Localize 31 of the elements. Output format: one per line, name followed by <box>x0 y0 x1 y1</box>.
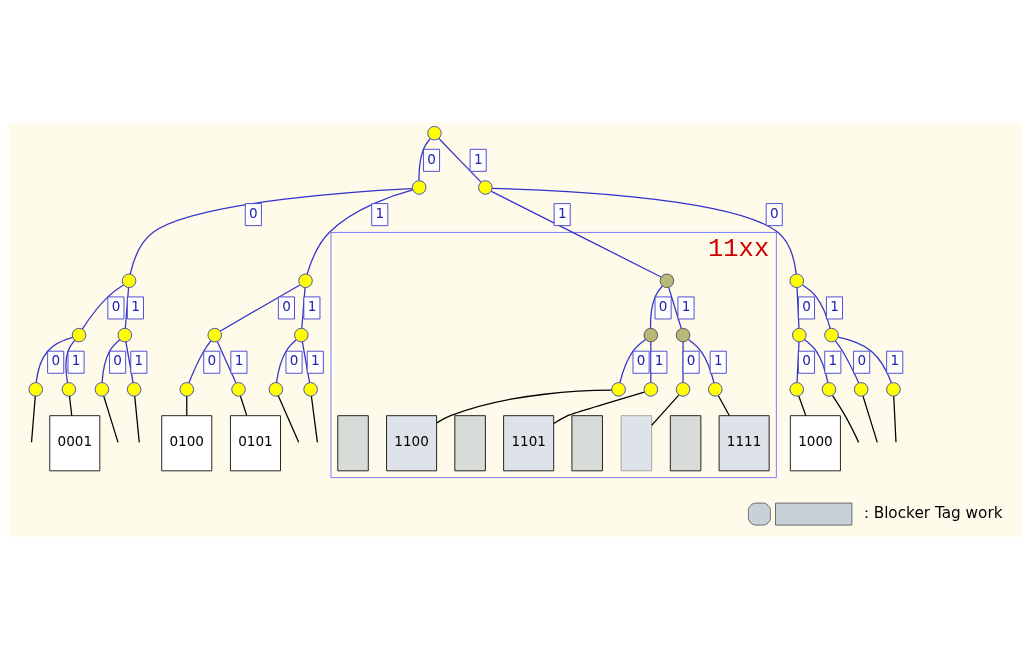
edge-label: 0 <box>50 352 60 369</box>
edge-label: 0 <box>769 204 779 221</box>
edge-label: 0 <box>426 150 436 167</box>
edge-label: 1 <box>557 204 567 221</box>
edge-label: 0 <box>281 298 291 315</box>
edge-label: 0 <box>856 352 866 369</box>
edge-label: 1 <box>828 352 837 369</box>
edge-label: 1 <box>234 352 243 369</box>
edge-label: 1 <box>307 298 316 315</box>
edge-label: 0 <box>289 352 298 369</box>
edge-label: 0 <box>636 352 645 369</box>
edge-label: 1 <box>130 298 140 315</box>
edge-label: 1 <box>681 298 690 315</box>
edge-label: 1 <box>310 352 320 369</box>
edge-label: 1 <box>829 298 839 315</box>
edge-label: 1 <box>713 352 723 369</box>
edge-label: 1 <box>71 352 80 369</box>
edge-label: 1 <box>654 352 663 369</box>
edge-label: 0 <box>248 204 258 221</box>
edge-label: 0 <box>112 352 122 369</box>
legend-label: ：Blocker Tag work <box>858 503 1003 522</box>
edge-label: 1 <box>375 204 384 221</box>
edge-label: 0 <box>801 298 811 315</box>
edge-label: 0 <box>207 352 216 369</box>
edge-label: 0 <box>686 352 696 369</box>
edge-label: 1 <box>134 352 143 369</box>
edge-label: 1 <box>889 352 899 369</box>
edge-label: 0 <box>801 352 811 369</box>
edge-label: 0 <box>658 298 668 315</box>
edge-label: 1 <box>473 150 483 167</box>
edge-label: 0 <box>111 298 120 315</box>
